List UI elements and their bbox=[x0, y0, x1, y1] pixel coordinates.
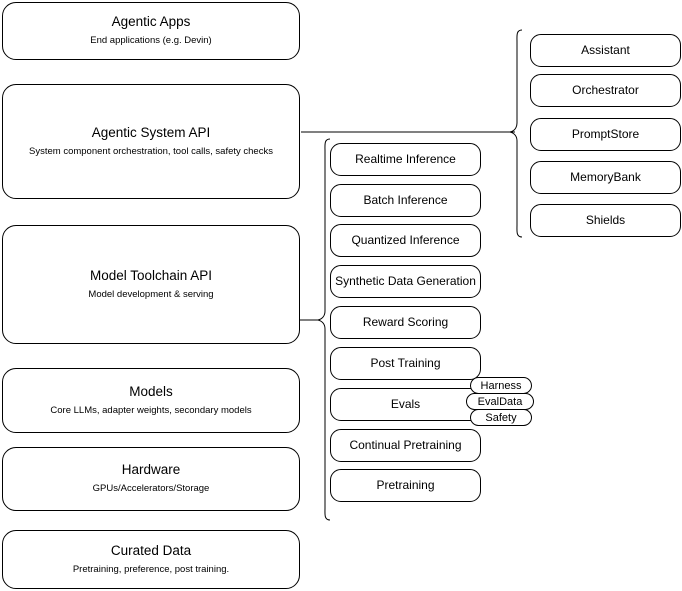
system-node-assistant[interactable]: Assistant bbox=[530, 34, 681, 67]
toolchain-node-pretraining[interactable]: Pretraining bbox=[330, 469, 481, 502]
eval-tag-label: EvalData bbox=[477, 395, 523, 408]
node-label: Synthetic Data Generation bbox=[335, 274, 476, 289]
bracket-system-nodes bbox=[509, 29, 523, 238]
eval-tag-harness[interactable]: Harness bbox=[470, 377, 532, 394]
toolchain-node-realtime-inference[interactable]: Realtime Inference bbox=[330, 143, 481, 176]
layer-subtitle: Pretraining, preference, post training. bbox=[72, 563, 230, 575]
node-label: Post Training bbox=[370, 356, 441, 371]
layer-box-agentic-apps[interactable]: Agentic Apps End applications (e.g. Devi… bbox=[2, 2, 300, 60]
layer-subtitle: GPUs/Accelerators/Storage bbox=[92, 483, 210, 495]
layer-title: Agentic Apps bbox=[111, 14, 191, 30]
bracket-toolchain-nodes bbox=[317, 138, 331, 521]
layer-title: Model Toolchain API bbox=[89, 267, 213, 283]
layer-subtitle: System component orchestration, tool cal… bbox=[29, 145, 273, 157]
node-label: Orchestrator bbox=[572, 83, 639, 98]
toolchain-node-reward-scoring[interactable]: Reward Scoring bbox=[330, 306, 481, 339]
node-label: Assistant bbox=[581, 43, 630, 58]
node-label: Shields bbox=[585, 213, 626, 228]
layer-box-curated-data[interactable]: Curated Data Pretraining, preference, po… bbox=[2, 530, 300, 589]
layer-box-model-toolchain-api[interactable]: Model Toolchain API Model development & … bbox=[2, 225, 300, 344]
toolchain-node-evals[interactable]: Evals bbox=[330, 388, 481, 421]
layer-box-models[interactable]: Models Core LLMs, adapter weights, secon… bbox=[2, 368, 300, 433]
node-label: Reward Scoring bbox=[362, 315, 449, 330]
layer-title: Curated Data bbox=[110, 542, 192, 558]
system-node-shields[interactable]: Shields bbox=[530, 204, 681, 237]
toolchain-node-synthetic-data-generation[interactable]: Synthetic Data Generation bbox=[330, 265, 481, 298]
layer-title: Hardware bbox=[121, 462, 181, 478]
layer-subtitle: Model development & serving bbox=[88, 288, 214, 300]
layer-title: Models bbox=[129, 383, 173, 399]
node-label: MemoryBank bbox=[570, 170, 641, 185]
eval-tag-label: Harness bbox=[480, 379, 522, 392]
toolchain-node-post-training[interactable]: Post Training bbox=[330, 347, 481, 380]
toolchain-node-continual-pretraining[interactable]: Continual Pretraining bbox=[330, 429, 481, 462]
node-label: PromptStore bbox=[571, 127, 640, 142]
node-label: Batch Inference bbox=[363, 193, 448, 208]
system-node-orchestrator[interactable]: Orchestrator bbox=[530, 74, 681, 107]
eval-tag-safety[interactable]: Safety bbox=[470, 409, 532, 426]
layer-box-hardware[interactable]: Hardware GPUs/Accelerators/Storage bbox=[2, 447, 300, 511]
node-label: Evals bbox=[390, 397, 421, 412]
node-label: Quantized Inference bbox=[351, 233, 460, 248]
layer-subtitle: Core LLMs, adapter weights, secondary mo… bbox=[50, 404, 252, 416]
layer-box-agentic-system-api[interactable]: Agentic System API System component orch… bbox=[2, 84, 300, 199]
layer-subtitle: End applications (e.g. Devin) bbox=[90, 35, 212, 47]
eval-tag-label: Safety bbox=[485, 411, 517, 424]
node-label: Continual Pretraining bbox=[349, 438, 462, 453]
eval-tag-evaldata[interactable]: EvalData bbox=[466, 393, 534, 410]
system-node-promptstore[interactable]: PromptStore bbox=[530, 118, 681, 151]
node-label: Pretraining bbox=[376, 478, 435, 493]
toolchain-node-quantized-inference[interactable]: Quantized Inference bbox=[330, 224, 481, 257]
toolchain-node-batch-inference[interactable]: Batch Inference bbox=[330, 184, 481, 217]
system-node-memorybank[interactable]: MemoryBank bbox=[530, 161, 681, 194]
layer-title: Agentic System API bbox=[91, 124, 211, 140]
node-label: Realtime Inference bbox=[355, 152, 456, 167]
